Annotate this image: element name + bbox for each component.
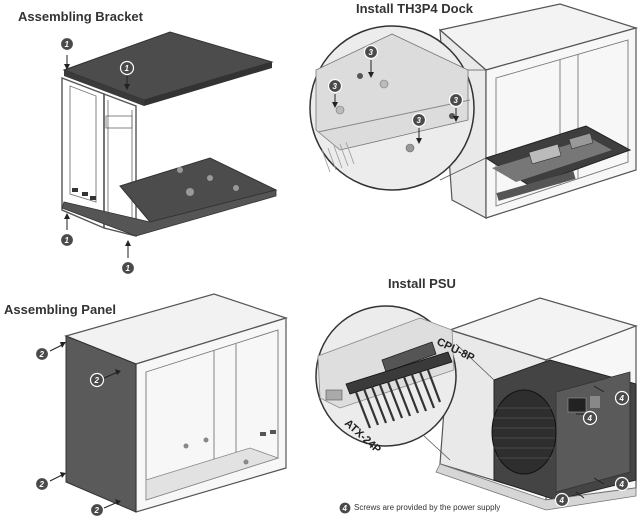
- svg-text:2: 2: [39, 350, 45, 359]
- dock-illustration: [309, 3, 639, 219]
- svg-text:2: 2: [39, 480, 45, 489]
- bracket-title: Assembling Bracket: [18, 9, 143, 24]
- psu-step-badge-2: 4: [582, 410, 598, 426]
- svg-text:1: 1: [126, 264, 131, 273]
- svg-text:4: 4: [587, 414, 593, 423]
- panel-illustration: [49, 293, 288, 513]
- panel-step-badge-3: 2: [34, 476, 50, 492]
- svg-text:3: 3: [417, 116, 422, 125]
- svg-text:4: 4: [619, 394, 625, 403]
- panel-step-badge-4: 2: [89, 502, 105, 518]
- dock-step-badge-4: 3: [448, 92, 464, 108]
- svg-text:1: 1: [65, 236, 70, 245]
- psu-step-badge-4: 4: [554, 492, 570, 508]
- svg-text:1: 1: [65, 40, 70, 49]
- psu-step-badge-3: 4: [614, 476, 630, 492]
- svg-text:3: 3: [454, 96, 459, 105]
- psu-note-badge: 4: [338, 501, 352, 515]
- svg-text:4: 4: [559, 496, 565, 505]
- panel-step-badge-2: 2: [89, 372, 105, 388]
- dock-step-badge-1: 3: [363, 44, 379, 60]
- psu-title: Install PSU: [388, 276, 456, 291]
- bracket-step-badge-1: 1: [59, 36, 75, 52]
- svg-text:3: 3: [369, 48, 374, 57]
- bracket-step-badge-3: 1: [59, 232, 75, 248]
- psu-illustration: CPU-8P ATX-24P: [315, 297, 638, 511]
- psu-step-badge-1: 4: [614, 390, 630, 406]
- panel-title: Assembling Panel: [4, 302, 116, 317]
- svg-text:3: 3: [333, 82, 338, 91]
- svg-text:4: 4: [619, 480, 625, 489]
- svg-text:4: 4: [342, 504, 348, 513]
- bracket-step-badge-4: 1: [120, 260, 136, 276]
- bracket-illustration: [61, 31, 278, 258]
- svg-text:1: 1: [125, 64, 130, 73]
- dock-step-badge-2: 3: [327, 78, 343, 94]
- svg-text:2: 2: [94, 376, 100, 385]
- svg-text:2: 2: [94, 506, 100, 515]
- panel-step-badge-1: 2: [34, 346, 50, 362]
- dock-title: Install TH3P4 Dock: [356, 1, 474, 16]
- bracket-step-badge-2: 1: [119, 60, 135, 76]
- psu-screw-note: Screws are provided by the power supply: [354, 503, 501, 512]
- dock-step-badge-3: 3: [411, 112, 427, 128]
